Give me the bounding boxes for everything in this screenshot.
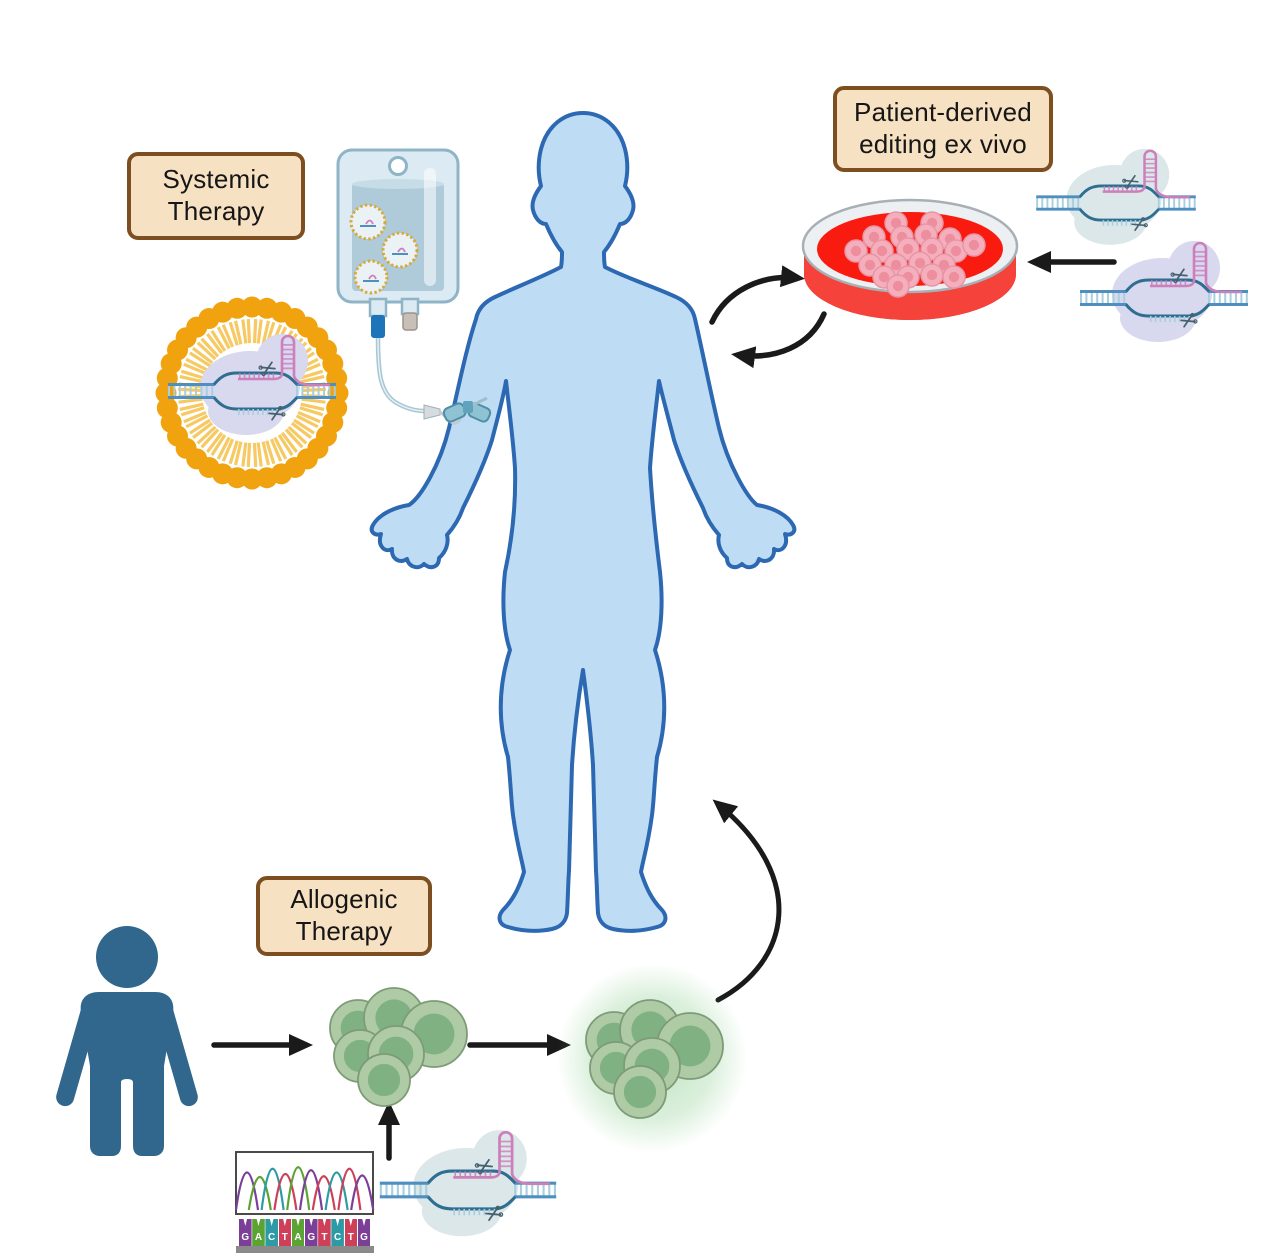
label-line: Therapy	[167, 196, 265, 226]
sequence-base-letter: C	[268, 1232, 276, 1243]
sequence-base-tile: A	[252, 1219, 265, 1246]
allogenic-therapy-label: Allogenic Therapy	[256, 876, 432, 956]
sequence-base-letter: T	[281, 1232, 288, 1243]
cas9-complex-2-icon	[1080, 241, 1248, 342]
patient-derived-label: Patient-derived editing ex vivo	[833, 86, 1053, 172]
patient-body-icon	[369, 111, 797, 933]
sequence-base-letter: A	[254, 1232, 263, 1243]
sequence-base-letter: T	[321, 1232, 328, 1243]
edited-cell-cluster-icon	[585, 999, 724, 1119]
bag-nanoparticle-icon	[353, 259, 389, 295]
bag-nanoparticle-icon	[381, 231, 419, 269]
donor-person-icon	[56, 926, 198, 1156]
sequence-tile-bar	[236, 1246, 374, 1253]
cycle-arrow-bottom	[731, 311, 827, 369]
label-line: Systemic	[162, 164, 270, 195]
cas9-complex-bottom-icon	[380, 1130, 556, 1236]
sequence-base-tile: C	[331, 1219, 344, 1246]
iv-bag-icon	[336, 148, 460, 338]
sequence-base-tile: T	[318, 1219, 331, 1246]
sequence-base-letter: T	[347, 1232, 354, 1243]
lipid-nanoparticle-icon	[155, 296, 349, 490]
sequence-base-tile: A	[291, 1219, 305, 1246]
sequence-base-tile: T	[278, 1219, 292, 1246]
label-line: Patient-derived	[854, 97, 1032, 128]
sequence-base-tile: G	[239, 1219, 252, 1246]
sequence-base-letter: G	[241, 1232, 250, 1243]
sequence-base-tile: C	[265, 1219, 278, 1246]
cycle-arrow-top	[709, 265, 805, 325]
cas9-complex-1-icon	[1036, 149, 1196, 245]
sequence-base-tile: G	[357, 1219, 371, 1246]
arrow-edited-to-patient	[712, 799, 782, 1003]
cultured-cells-icon	[844, 211, 986, 298]
sequence-base-letter: G	[360, 1232, 368, 1243]
sequence-base-letter: C	[333, 1232, 342, 1243]
label-line: Allogenic	[290, 884, 398, 915]
label-line: Therapy	[295, 916, 393, 946]
bag-nanoparticle-icon	[349, 203, 387, 241]
sequence-base-tile: G	[304, 1219, 318, 1246]
iv-tube	[375, 337, 467, 425]
systemic-therapy-label: Systemic Therapy	[127, 152, 305, 240]
label-line: editing ex vivo	[859, 129, 1027, 159]
sequencing-chromatogram-icon	[234, 1151, 375, 1215]
sequence-base-tile: T	[344, 1219, 358, 1246]
butterfly-needle-icon	[442, 396, 492, 423]
sequence-base-letter: A	[294, 1232, 302, 1243]
petri-dish-icon	[801, 198, 1019, 320]
sequence-base-letter: G	[307, 1232, 316, 1243]
donor-cell-cluster-icon	[329, 987, 468, 1107]
